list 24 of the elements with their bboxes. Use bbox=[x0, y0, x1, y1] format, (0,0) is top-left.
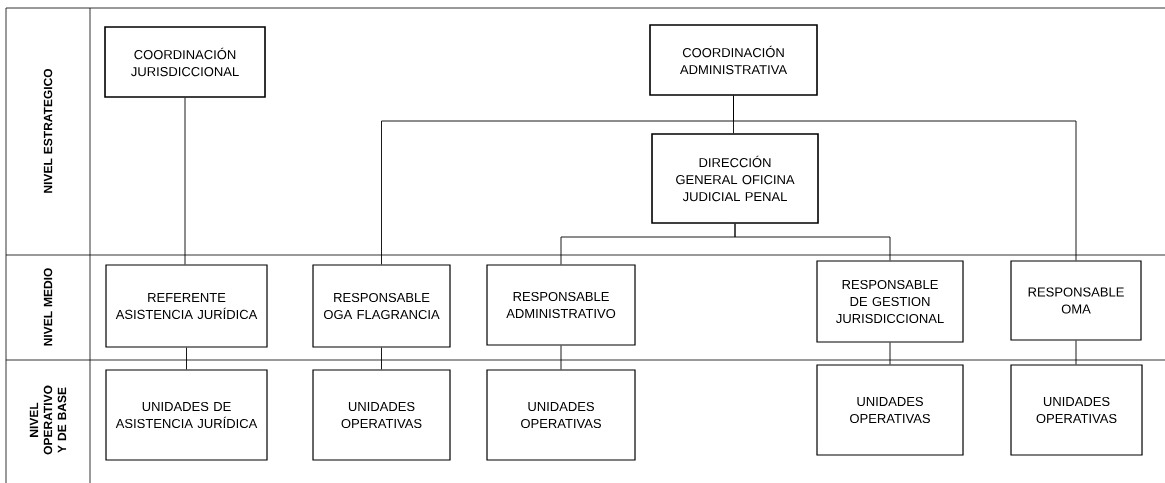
connector-line bbox=[184, 97, 186, 265]
org-box: COORDINACIÓN JURISDICCIONAL bbox=[104, 26, 266, 98]
connector-line bbox=[186, 347, 187, 370]
org-box: DIRECCIÓN GENERAL OFICINA JUDICIAL PENAL bbox=[651, 133, 819, 224]
org-box: COORDINACIÓN ADMINISTRATIVA bbox=[649, 24, 818, 96]
connector-line bbox=[1075, 340, 1077, 365]
level-label: NIVEL MEDIO bbox=[43, 268, 53, 346]
connector-line bbox=[381, 347, 382, 370]
org-box: UNIDADES OPERATIVAS bbox=[486, 369, 636, 461]
org-box: RESPONSABLE DE GESTION JURISDICCIONAL bbox=[816, 260, 964, 343]
connector-line bbox=[889, 342, 891, 365]
org-box: RESPONSABLE ADMINISTRATIVO bbox=[486, 264, 636, 346]
org-box: REFERENTE ASISTENCIA JURÍDICA bbox=[105, 264, 268, 348]
connector-line bbox=[733, 95, 1077, 261]
level-label: NIVEL OPERATIVO Y DE BASE bbox=[29, 385, 67, 455]
org-box: UNIDADES OPERATIVAS bbox=[816, 364, 964, 456]
org-box: RESPONSABLE OMA bbox=[1010, 260, 1142, 341]
connector-line bbox=[560, 345, 562, 370]
connector-line bbox=[734, 223, 891, 261]
org-box: UNIDADES OPERATIVAS bbox=[312, 369, 451, 461]
org-box: UNIDADES DE ASISTENCIA JURÍDICA bbox=[105, 369, 268, 461]
org-box: UNIDADES OPERATIVAS bbox=[1010, 364, 1143, 456]
level-label: NIVEL ESTRATEGICO bbox=[43, 68, 53, 193]
org-box: RESPONSABLE OGA FLAGRANCIA bbox=[312, 264, 451, 348]
